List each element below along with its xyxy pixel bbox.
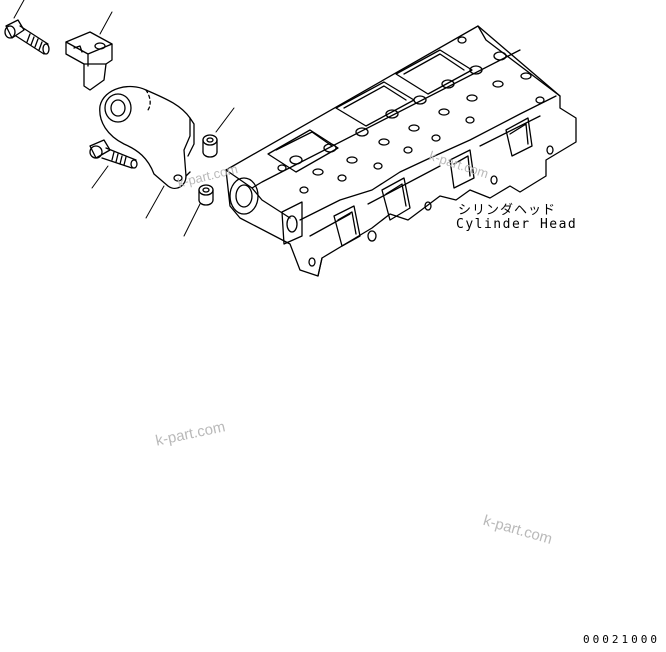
cylinder-head	[225, 25, 577, 277]
part-label-japanese: シリンダヘッド	[458, 203, 557, 218]
bracket-block	[65, 31, 113, 91]
collar-upper	[202, 134, 218, 158]
support-plate	[99, 85, 195, 190]
drawing-number: 00021000	[583, 633, 660, 646]
short-bolt	[89, 139, 138, 169]
long-bolt	[4, 19, 50, 55]
leader-lines	[13, 0, 235, 237]
collar-lower	[198, 184, 214, 206]
part-label-english: Cylinder Head	[456, 217, 578, 232]
